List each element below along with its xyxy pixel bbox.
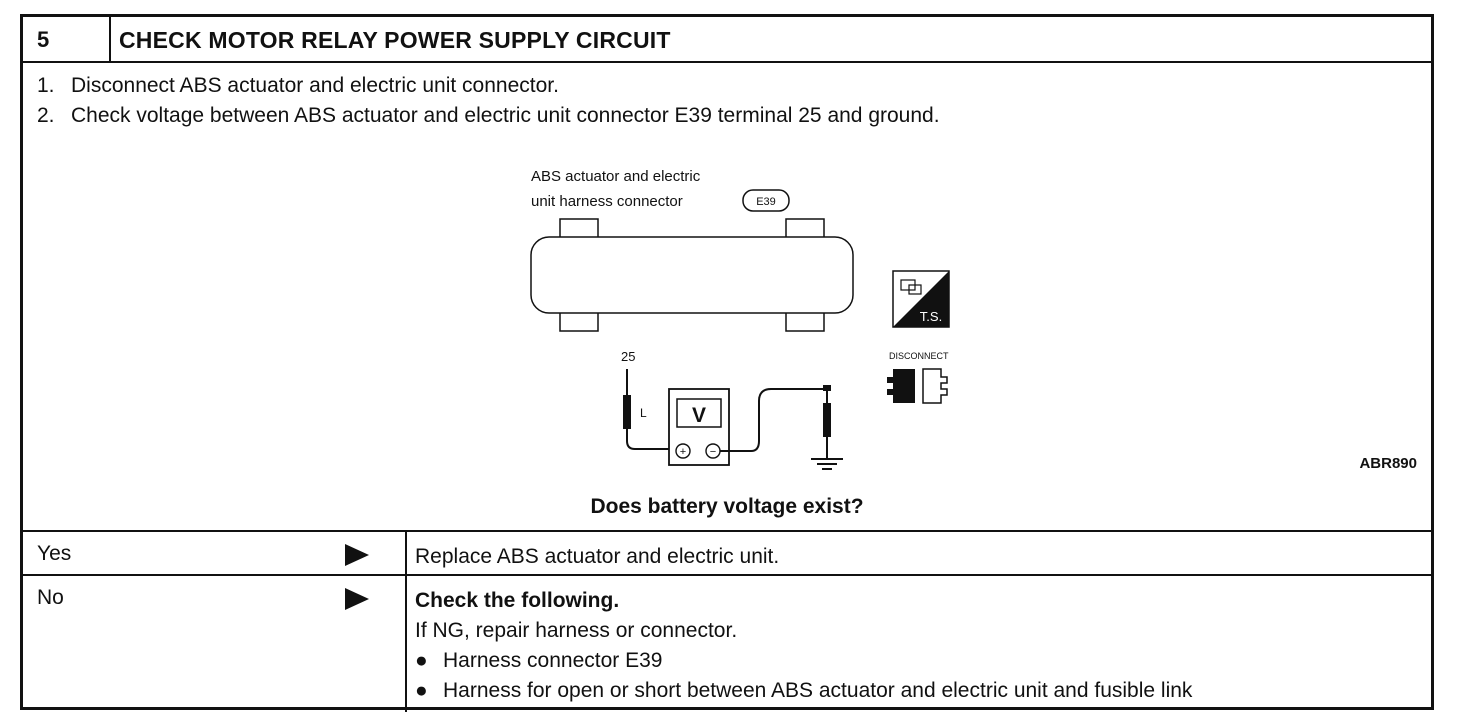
step-header: 5 CHECK MOTOR RELAY POWER SUPPLY CIRCUIT — [23, 17, 1431, 63]
answer-label-yes: Yes — [37, 542, 72, 565]
trouble-shooting-icon: T.S. — [892, 270, 950, 328]
wire-color-label: L — [640, 406, 647, 420]
ground-symbol — [811, 458, 843, 470]
answer-row-yes: Yes Replace ABS actuator and electric un… — [23, 530, 1431, 574]
answer-result-yes: Replace ABS actuator and electric unit. — [415, 545, 780, 568]
disconnect-icon — [887, 368, 948, 404]
procedure-step: 2.Check voltage between ABS actuator and… — [37, 104, 940, 127]
voltmeter: V + − — [668, 388, 730, 466]
result-heading: Check the following. — [415, 589, 620, 612]
connector-caption-line2: unit harness connector — [531, 193, 683, 210]
column-divider — [405, 532, 407, 574]
list-item: ●Harness connector E39 — [415, 646, 1192, 676]
svg-text:−: − — [710, 446, 716, 458]
diagnostic-table: 5 CHECK MOTOR RELAY POWER SUPPLY CIRCUIT… — [20, 14, 1434, 712]
disconnect-label: DISCONNECT — [889, 351, 949, 361]
arrow-right-icon — [345, 588, 369, 610]
result-note: If NG, repair harness or connector. — [415, 619, 738, 642]
svg-text:V: V — [692, 404, 706, 427]
list-item: ●Harness for open or short between ABS a… — [415, 676, 1192, 706]
ground-probe — [720, 385, 831, 459]
column-divider — [405, 576, 407, 712]
connector-diagram: ABS actuator and electric unit harness c… — [530, 168, 950, 470]
svg-text:E39: E39 — [756, 196, 776, 208]
bullet-icon: ● — [415, 649, 428, 672]
positive-probe — [623, 369, 669, 450]
connector-caption-line1: ABS actuator and electric — [531, 168, 701, 185]
svg-text:+: + — [680, 446, 686, 458]
procedure-step: 1.Disconnect ABS actuator and electric u… — [37, 74, 559, 97]
step-number: 5 — [37, 27, 50, 52]
figure-code: ABR890 — [1359, 455, 1417, 472]
step-number-cell: 5 — [23, 17, 111, 61]
answer-result-no: Check the following. If NG, repair harne… — [415, 586, 1192, 706]
answer-label-no: No — [37, 586, 64, 609]
arrow-right-icon — [345, 544, 369, 566]
connector-badge: E39 — [742, 189, 790, 212]
answer-row-no: No Check the following. If NG, repair ha… — [23, 574, 1431, 712]
procedure-steps: 1.Disconnect ABS actuator and electric u… — [37, 71, 940, 131]
terminal-number: 25 — [621, 349, 635, 364]
check-question: Does battery voltage exist? — [590, 495, 864, 518]
svg-text:T.S.: T.S. — [920, 309, 942, 324]
harness-connector — [530, 218, 854, 332]
step-title: CHECK MOTOR RELAY POWER SUPPLY CIRCUIT — [119, 27, 671, 53]
bullet-icon: ● — [415, 679, 428, 702]
